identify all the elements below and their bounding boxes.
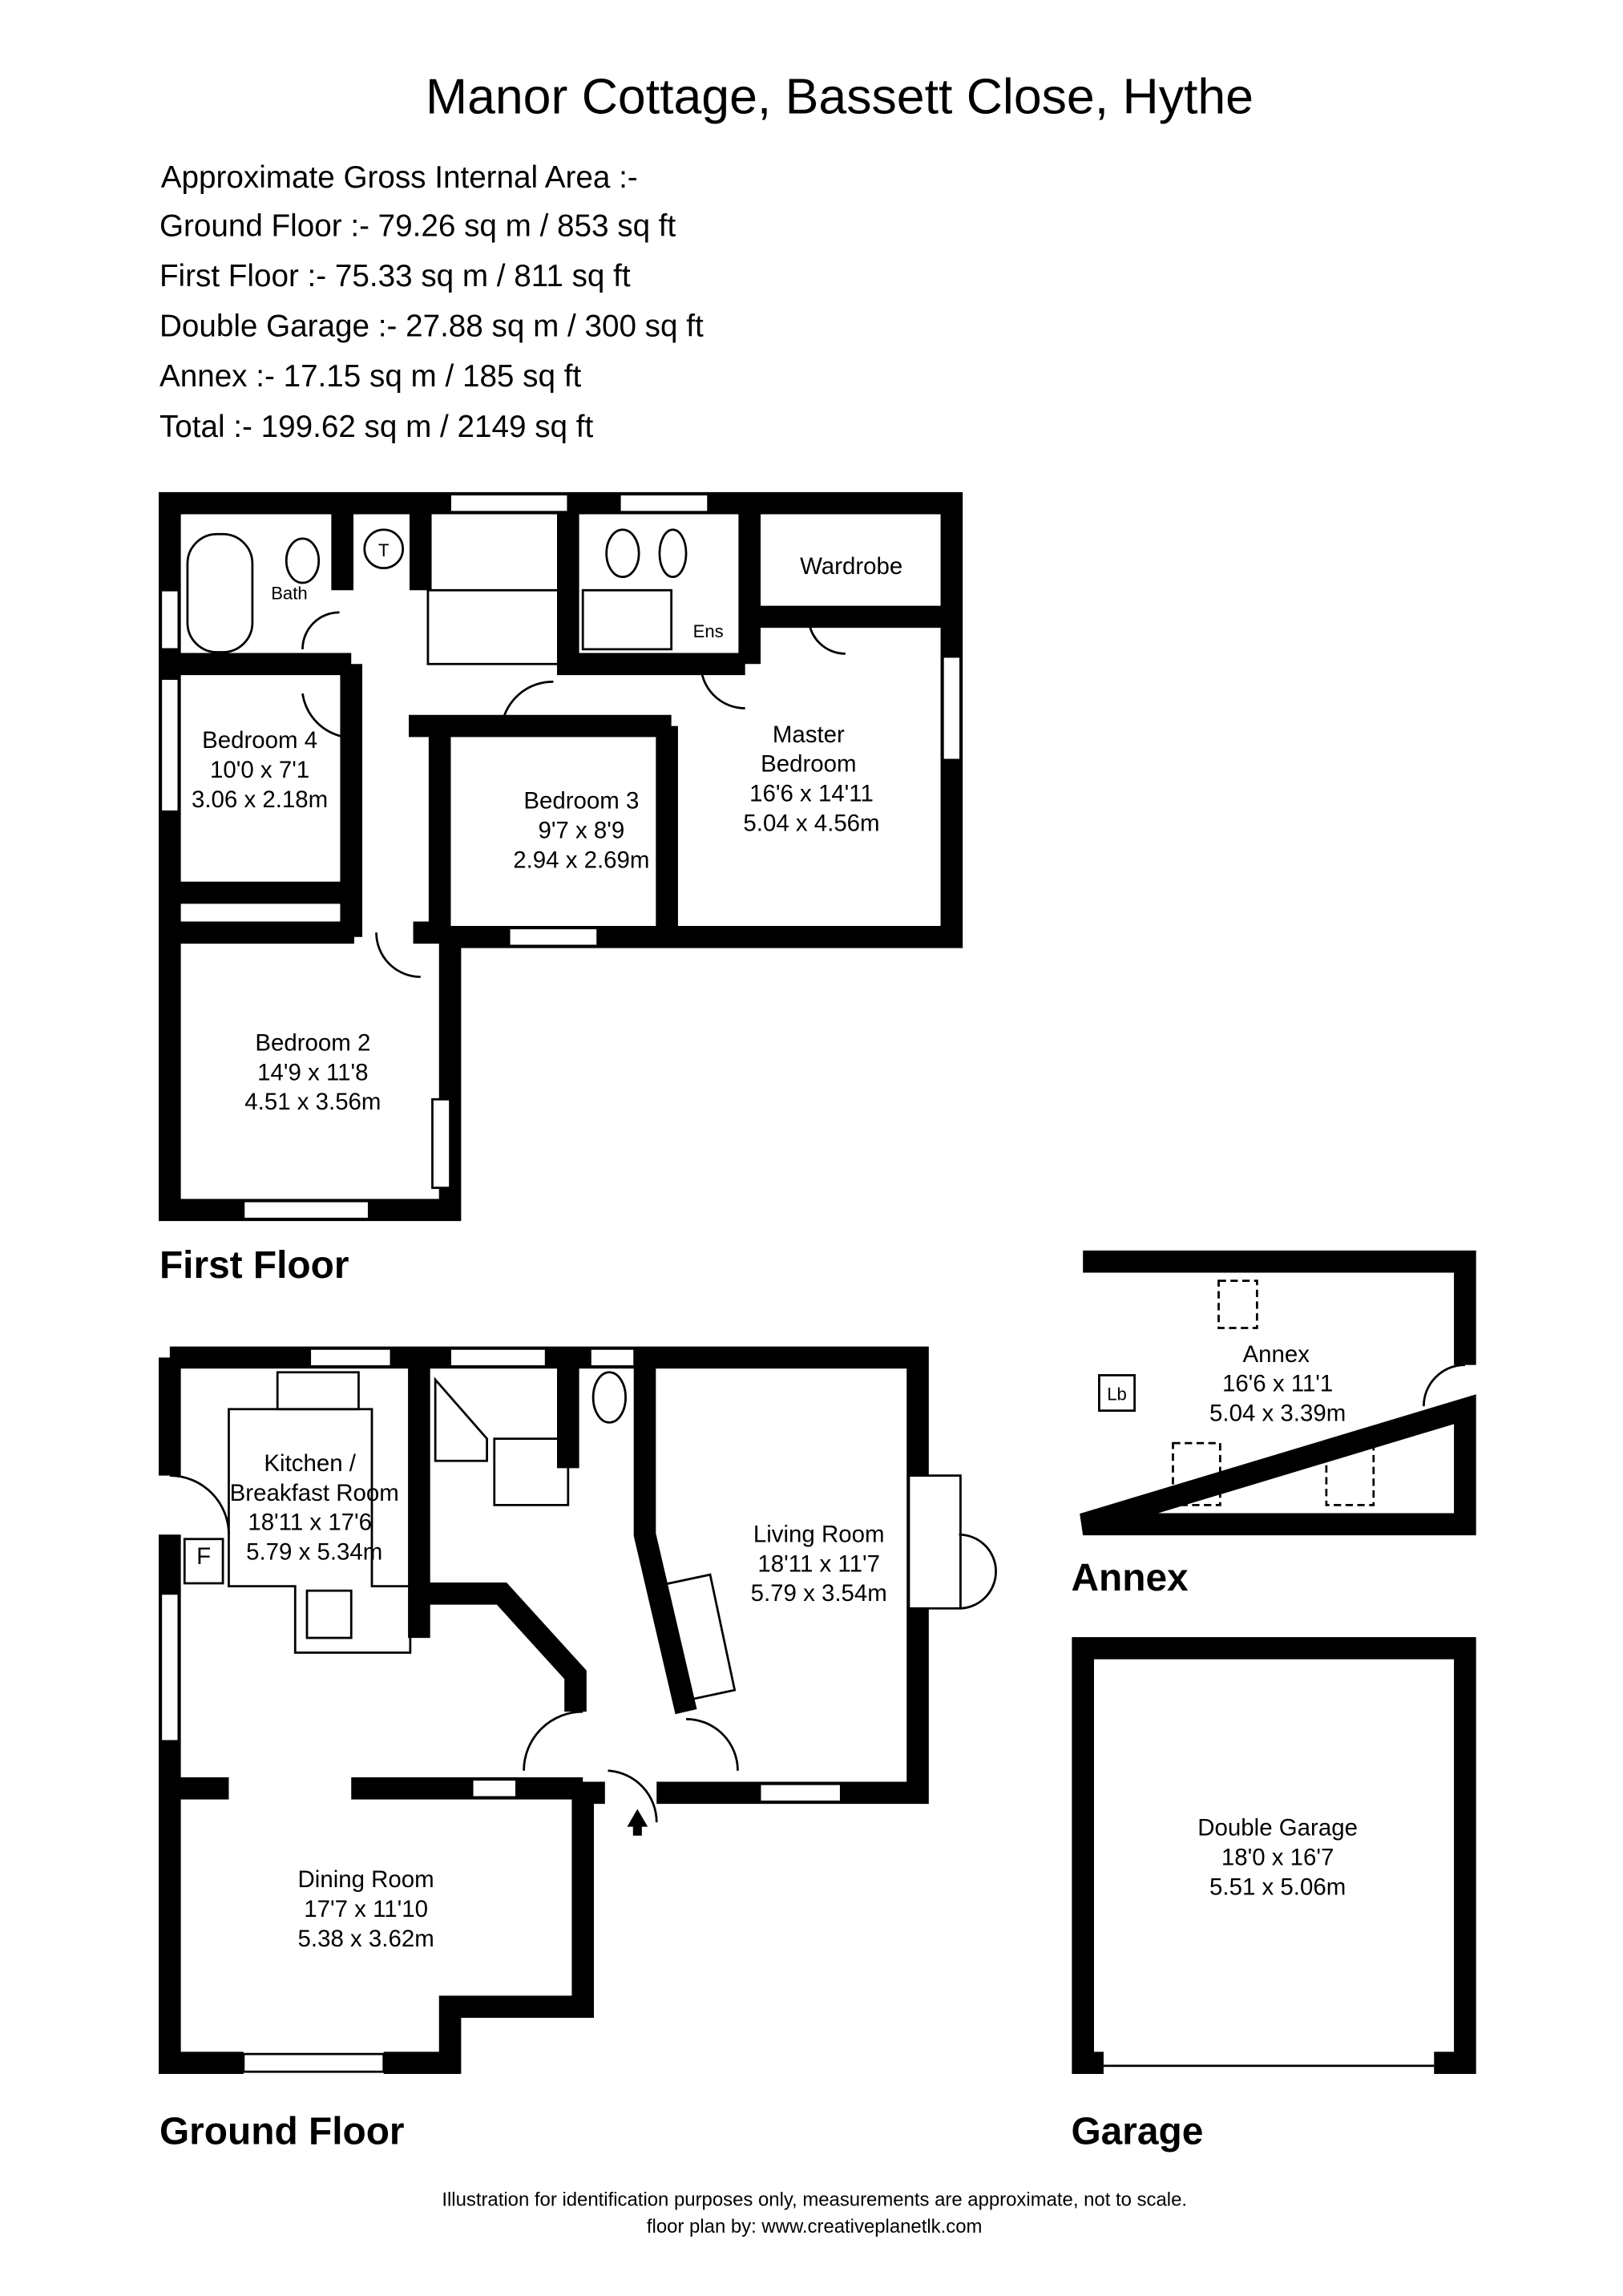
ground-floor-plan: F Kitchen / Breakfast Room 18'11 x 17'6 … (159, 1346, 997, 2152)
disclaimer: Illustration for identification purposes… (442, 2189, 1187, 2211)
svg-text:Bedroom: Bedroom (761, 751, 856, 778)
svg-text:5.51 x 5.06m: 5.51 x 5.06m (1209, 1874, 1346, 1900)
svg-text:5.04 x 3.39m: 5.04 x 3.39m (1209, 1401, 1346, 1427)
garage-plan: Double Garage 18'0 x 16'7 5.51 x 5.06m G… (1071, 1637, 1476, 2152)
svg-text:Living Room: Living Room (753, 1521, 885, 1547)
svg-text:Annex: Annex (1243, 1341, 1310, 1368)
svg-text:Dining Room: Dining Room (298, 1866, 434, 1893)
svg-text:16'6 x 14'11: 16'6 x 14'11 (749, 780, 874, 806)
svg-text:10'0 x 7'1: 10'0 x 7'1 (210, 757, 309, 783)
svg-text:9'7 x 8'9: 9'7 x 8'9 (538, 817, 624, 843)
svg-text:Bedroom 2: Bedroom 2 (255, 1030, 370, 1057)
svg-text:2.94 x 2.69m: 2.94 x 2.69m (513, 847, 649, 873)
wardrobe-label: Wardrobe (800, 553, 902, 580)
bath-label: Bath (271, 583, 307, 603)
svg-text:16'6 x 11'1: 16'6 x 11'1 (1222, 1371, 1333, 1397)
entrance-arrow-icon (627, 1809, 648, 1836)
credit: floor plan by: www.creativeplanetlk.com (647, 2216, 983, 2237)
tank-label: T (378, 540, 390, 560)
svg-text:17'7 x 11'10: 17'7 x 11'10 (304, 1896, 428, 1922)
first-floor-plan: Bath T Ens Wardrobe Bedroom 4 10'0 x 7'1… (159, 491, 963, 1287)
svg-text:Bedroom 3: Bedroom 3 (523, 788, 639, 815)
area-garage: Double Garage :- 27.88 sq m / 300 sq ft (159, 309, 704, 344)
annex-label: Annex (1071, 1557, 1189, 1599)
svg-text:14'9 x 11'8: 14'9 x 11'8 (257, 1059, 368, 1085)
area-heading: Approximate Gross Internal Area :- (161, 160, 638, 195)
area-first: First Floor :- 75.33 sq m / 811 sq ft (159, 259, 631, 293)
svg-text:5.79 x 3.54m: 5.79 x 3.54m (751, 1580, 887, 1607)
fridge-label: F (196, 1543, 211, 1570)
area-ground: Ground Floor :- 79.26 sq m / 853 sq ft (159, 208, 676, 243)
room-master-bedroom: Master Bedroom 16'6 x 14'11 5.04 x 4.56m (743, 722, 879, 836)
room-double-garage: Double Garage 18'0 x 16'7 5.51 x 5.06m (1197, 1815, 1358, 1901)
lb-label: Lb (1107, 1384, 1127, 1405)
area-annex: Annex :- 17.15 sq m / 185 sq ft (159, 359, 581, 394)
svg-text:4.51 x 3.56m: 4.51 x 3.56m (244, 1089, 381, 1115)
area-total: Total :- 199.62 sq m / 2149 sq ft (159, 410, 594, 444)
room-living-room: Living Room 18'11 x 11'7 5.79 x 3.54m (751, 1521, 887, 1607)
svg-text:18'0 x 16'7: 18'0 x 16'7 (1221, 1845, 1334, 1871)
ground-floor-label: Ground Floor (159, 2110, 405, 2152)
svg-text:Breakfast Room: Breakfast Room (230, 1480, 399, 1506)
room-kitchen-breakfast: Kitchen / Breakfast Room 18'11 x 17'6 5.… (230, 1450, 399, 1565)
svg-text:18'11 x 17'6: 18'11 x 17'6 (248, 1510, 372, 1536)
ensuite-label: Ens (693, 621, 724, 641)
svg-text:Master: Master (773, 722, 845, 748)
svg-text:5.38 x 3.62m: 5.38 x 3.62m (298, 1926, 434, 1952)
svg-text:Bedroom 4: Bedroom 4 (202, 727, 317, 754)
annex-plan: Lb Annex 16'6 x 11'1 5.04 x 3.39m Annex (1071, 1250, 1476, 1599)
room-bedroom-3: Bedroom 3 9'7 x 8'9 2.94 x 2.69m (513, 788, 649, 874)
room-bedroom-2: Bedroom 2 14'9 x 11'8 4.51 x 3.56m (244, 1030, 381, 1116)
svg-text:5.04 x 4.56m: 5.04 x 4.56m (743, 810, 879, 836)
room-annex: Annex 16'6 x 11'1 5.04 x 3.39m (1209, 1341, 1346, 1427)
page-title: Manor Cottage, Bassett Close, Hythe (426, 69, 1254, 125)
garage-label: Garage (1071, 2110, 1203, 2152)
svg-text:5.79 x 5.34m: 5.79 x 5.34m (246, 1539, 382, 1566)
room-dining-room: Dining Room 17'7 x 11'10 5.38 x 3.62m (298, 1866, 434, 1952)
svg-text:Double Garage: Double Garage (1197, 1815, 1358, 1841)
svg-text:18'11 x 11'7: 18'11 x 11'7 (757, 1550, 880, 1577)
svg-text:3.06 x 2.18m: 3.06 x 2.18m (192, 786, 328, 813)
first-floor-label: First Floor (159, 1244, 349, 1287)
room-bedroom-4: Bedroom 4 10'0 x 7'1 3.06 x 2.18m (192, 727, 328, 813)
svg-text:Kitchen /: Kitchen / (264, 1450, 356, 1477)
